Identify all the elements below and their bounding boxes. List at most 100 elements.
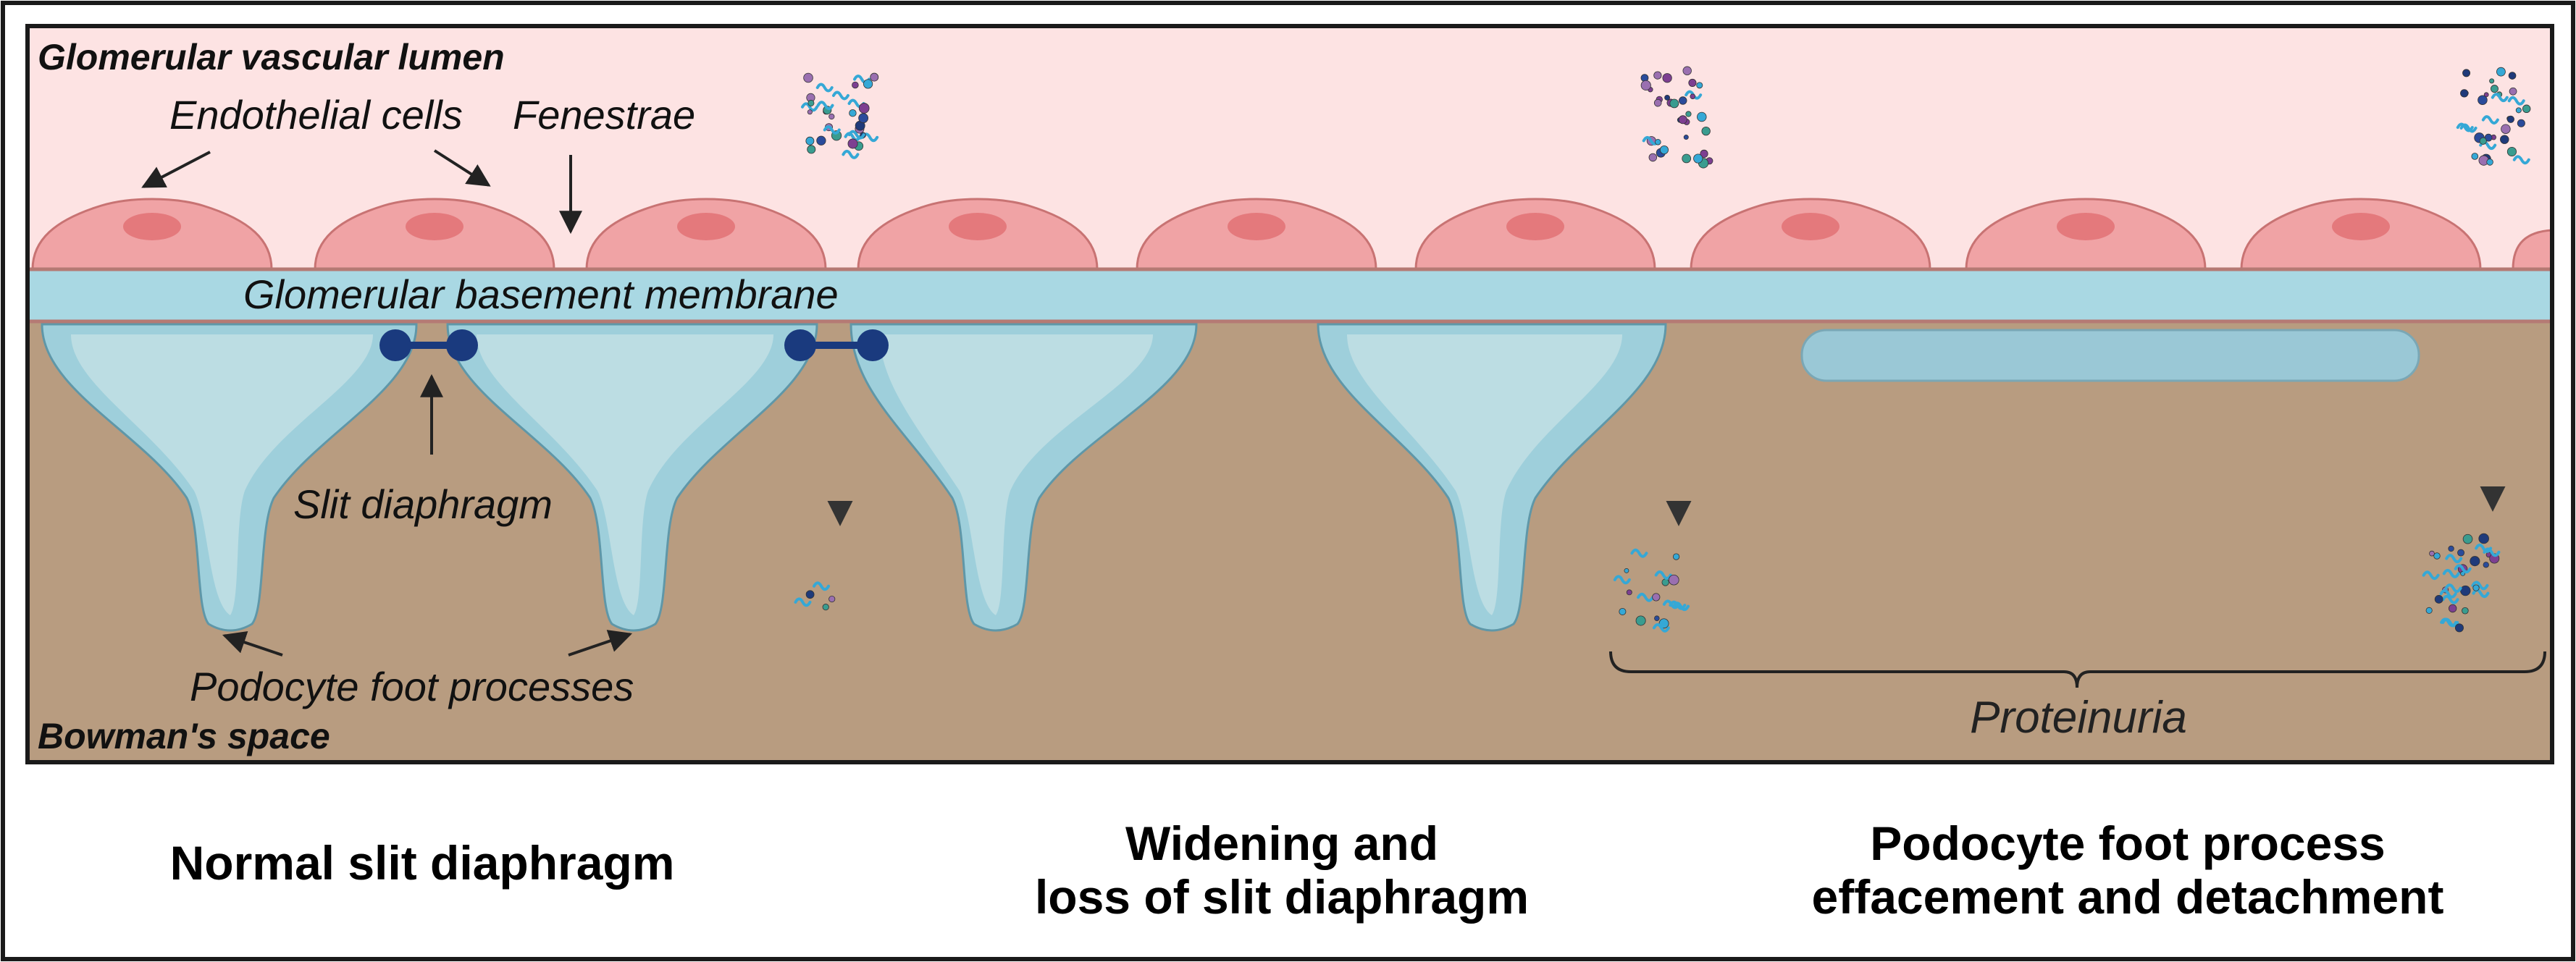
label-bowman-space: Bowman's space xyxy=(38,716,330,756)
protein-dot xyxy=(870,72,879,82)
slit-diaphragm-widening xyxy=(784,329,889,361)
protein-dot xyxy=(828,595,836,603)
protein-squiggle xyxy=(2481,115,2499,125)
protein-squiggle xyxy=(831,90,849,101)
pointer-podocyte-left xyxy=(222,631,283,657)
protein-squiggle xyxy=(2442,568,2460,578)
protein-dot xyxy=(1654,615,1660,621)
protein-dot xyxy=(1668,574,1679,586)
endothelial-nucleus xyxy=(2057,213,2115,240)
protein-dot xyxy=(2460,585,2471,596)
protein-dot xyxy=(2478,95,2488,105)
protein-dot xyxy=(2483,562,2489,568)
protein-dot xyxy=(849,109,857,117)
protein-dot xyxy=(816,135,826,145)
protein-cluster-1 xyxy=(800,72,879,159)
caption-effacement-line2: effacement and detachment xyxy=(1812,870,2444,924)
protein-dot xyxy=(1626,589,1632,596)
protein-dot xyxy=(2484,133,2493,142)
protein-dot xyxy=(1700,149,1708,159)
protein-squiggle xyxy=(813,581,831,591)
protein-dot xyxy=(2517,119,2525,127)
protein-squiggle xyxy=(2422,570,2440,581)
protein-dot xyxy=(1682,66,1692,75)
proteinuria-bracket xyxy=(1609,651,2546,688)
protein-dot xyxy=(2506,115,2514,123)
protein-dot xyxy=(2515,107,2522,114)
protein-dot xyxy=(2448,545,2454,552)
protein-dot xyxy=(858,113,869,124)
protein-dot xyxy=(863,79,873,89)
protein-squiggle xyxy=(844,132,862,142)
protein-dot xyxy=(2496,67,2506,77)
endothelial-nucleus xyxy=(949,213,1007,240)
protein-squiggle xyxy=(2471,581,2489,591)
glomerular-basement-membrane xyxy=(25,267,2554,324)
protein-dot xyxy=(1678,115,1687,125)
protein-dot xyxy=(2457,549,2464,557)
pointer-podocyte-right xyxy=(568,630,633,657)
protein-squiggle xyxy=(1654,570,1672,580)
protein-squiggle xyxy=(815,83,834,93)
label-slit-diaphragm: Slit diaphragm xyxy=(293,481,553,527)
protein-cluster-3 xyxy=(2456,67,2531,166)
podocyte-highlight xyxy=(71,334,373,615)
protein-dot xyxy=(1653,98,1662,107)
protein-squiggle xyxy=(794,597,812,607)
protein-dot xyxy=(1648,153,1658,162)
protein-squiggle xyxy=(800,102,818,112)
protein-dot xyxy=(2509,87,2517,96)
protein-dot xyxy=(2425,607,2433,614)
protein-dot xyxy=(2490,85,2499,93)
protein-dot xyxy=(1693,153,1703,164)
protein-squiggle xyxy=(2507,96,2525,106)
protein-dot xyxy=(803,72,813,83)
podocyte-foot-processes xyxy=(41,323,1667,632)
protein-squiggle xyxy=(2454,564,2472,574)
protein-dot xyxy=(1652,593,1661,602)
protein-dot xyxy=(2462,69,2471,77)
protein-dot xyxy=(807,99,815,106)
protein-cluster-2 xyxy=(1640,66,1713,169)
podocyte-highlight xyxy=(1347,334,1622,615)
protein-squiggle xyxy=(2459,123,2478,133)
protein-dot xyxy=(2500,135,2509,144)
protein-dot xyxy=(1655,138,1661,145)
protein-dot xyxy=(807,145,816,154)
protein-dot xyxy=(847,138,858,149)
protein-dot xyxy=(2470,556,2480,567)
protein-squiggle xyxy=(2483,547,2501,557)
protein-squiggle xyxy=(2491,93,2509,103)
protein-dot xyxy=(1635,615,1646,626)
protein-dot xyxy=(2501,124,2511,134)
protein-dot xyxy=(2472,584,2480,591)
protein-dot xyxy=(2506,146,2517,157)
protein-dot xyxy=(1685,111,1692,117)
label-fenestrae: Fenestrae xyxy=(513,92,695,138)
protein-dot xyxy=(2462,533,2473,544)
endothelial-nucleus xyxy=(677,213,735,240)
protein-dot xyxy=(1653,71,1662,80)
protein-squiggle xyxy=(2439,588,2457,599)
protein-dot xyxy=(1672,553,1680,560)
illustration-frame xyxy=(25,24,2554,764)
protein-dot xyxy=(1619,607,1627,615)
protein-dot xyxy=(1683,135,1689,140)
protein-dot xyxy=(2478,533,2489,544)
protein-squiggle xyxy=(2441,594,2459,604)
caption-effacement-line1: Podocyte foot process xyxy=(1870,817,2385,870)
pointer-endothelial-left xyxy=(141,151,211,188)
label-podocyte-foot-processes: Podocyte foot processes xyxy=(190,664,634,709)
protein-dot xyxy=(822,604,829,611)
effaced-podocyte xyxy=(1800,329,2420,382)
protein-squiggle xyxy=(1669,600,1687,610)
protein-dot xyxy=(1688,78,1697,87)
protein-dot xyxy=(805,590,815,599)
endothelial-nucleus xyxy=(2332,213,2390,240)
protein-dot xyxy=(2508,72,2517,80)
protein-dot xyxy=(2454,623,2464,633)
podocyte-highlight xyxy=(477,334,773,615)
endothelial-nucleus xyxy=(406,213,463,240)
